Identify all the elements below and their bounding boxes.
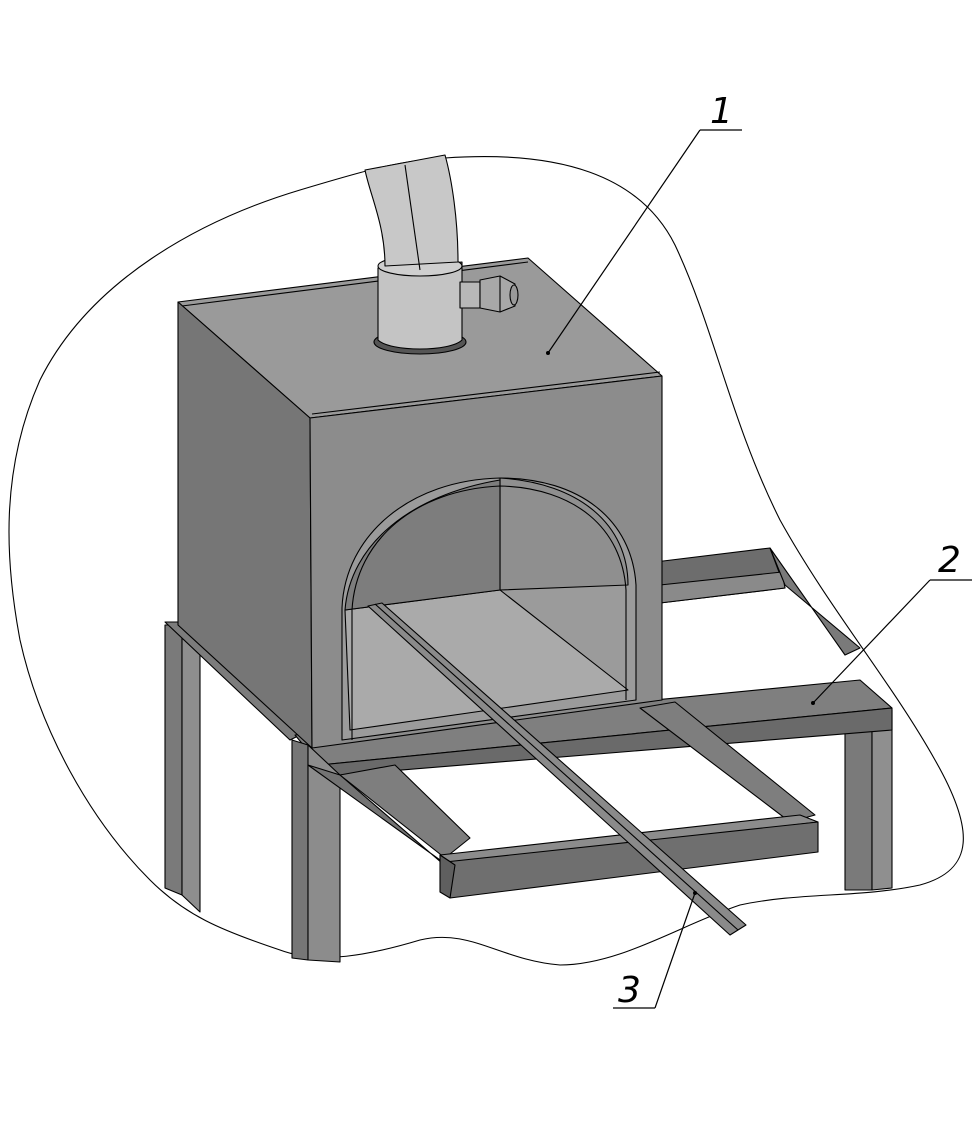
box-assembly <box>177 154 747 936</box>
callout-2: 2 <box>811 540 972 705</box>
drawer-left-rail <box>339 764 471 859</box>
leg-left-back <box>164 624 183 896</box>
leg-left-back-face <box>181 624 201 913</box>
bolt-icon <box>459 275 519 313</box>
drawer-front-end <box>439 854 456 899</box>
callout-3: 3 <box>613 891 697 1011</box>
callout-1: 1 <box>546 91 742 355</box>
detail-boundary <box>8 156 964 966</box>
leg-left-front-face <box>307 744 341 963</box>
arch-inner-back <box>499 477 629 591</box>
frame-assembly <box>164 547 893 963</box>
callout-2-label: 2 <box>938 540 961 581</box>
rear-crossbar <box>769 547 861 656</box>
leg-left-front <box>291 739 309 961</box>
callout-1-label: 1 <box>710 91 733 132</box>
pipe-collar <box>377 261 463 350</box>
drawer-right-rail <box>639 701 816 823</box>
callout-3-label: 3 <box>618 970 641 1011</box>
